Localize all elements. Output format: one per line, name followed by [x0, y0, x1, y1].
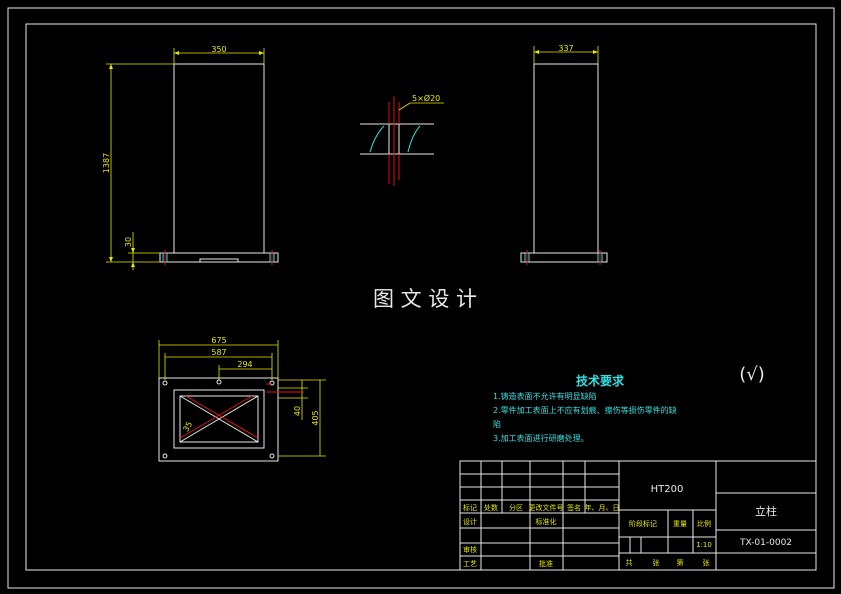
- roughness-symbol: (√): [739, 364, 765, 385]
- hole-detail: [360, 96, 444, 186]
- dim-right-small: 40: [293, 406, 302, 416]
- inner-border: [25, 23, 817, 571]
- tb-review: 审核: [463, 545, 477, 554]
- tb-zone: 分区: [509, 503, 523, 512]
- tb-material: HT200: [651, 484, 684, 495]
- tb-date: 年、月、日: [585, 503, 620, 512]
- tech-line-4: 3.加工表面进行研磨处理。: [493, 433, 589, 443]
- tb-count: 处数: [484, 503, 498, 512]
- tb-standardize: 标准化: [536, 517, 557, 526]
- dim-side-width: 337: [558, 44, 573, 53]
- front-view: [106, 48, 279, 270]
- dim-base-height: 30: [124, 237, 133, 247]
- tech-line-2: 2.零件加工表面上不应有划痕、擦伤等损伤零件的缺: [493, 405, 677, 415]
- tb-sheet-unit: 张: [653, 558, 660, 567]
- tb-stage-mark: 阶段标记: [629, 519, 657, 528]
- watermark-text: 图 文 设 计: [373, 287, 477, 311]
- tb-weight: 重量: [673, 520, 687, 528]
- dim-top-outer: 675: [211, 336, 226, 345]
- tb-change-doc: 更改文件号: [529, 503, 564, 512]
- dim-top-offset: 294: [237, 360, 252, 369]
- tb-sheet-unit2: 张: [703, 558, 710, 567]
- tb-approve: 批准: [539, 559, 553, 568]
- tech-line-1: 1.铸造表面不允许有明显缺陷: [493, 391, 597, 401]
- tb-sheet-no: 第: [677, 558, 684, 567]
- tech-title: 技术要求: [576, 373, 625, 388]
- outer-border: [7, 7, 835, 589]
- dim-height: 1387: [102, 153, 111, 173]
- dim-top-inner: 587: [211, 348, 226, 357]
- side-view: [520, 46, 608, 265]
- tech-line-3: 陷: [493, 419, 501, 429]
- dim-diag: 35: [181, 420, 194, 433]
- dim-right-total: 405: [311, 410, 320, 425]
- title-block: [459, 460, 817, 571]
- tb-part-name: 立柱: [755, 504, 777, 518]
- tb-design: 设计: [463, 517, 477, 526]
- tb-scale-value: 1:10: [696, 541, 712, 549]
- tb-drawing-no: TX-01-0002: [739, 538, 792, 548]
- tb-mark: 标记: [463, 503, 477, 512]
- tb-scale-label: 比例: [697, 519, 711, 528]
- top-view: [158, 340, 326, 462]
- tb-process: 工艺: [463, 560, 477, 568]
- dim-hole-spec: 5×Ø20: [412, 93, 440, 103]
- tb-sign: 签名: [567, 503, 581, 512]
- dim-front-width: 350: [211, 45, 226, 54]
- tb-sheet-total: 共: [626, 558, 633, 567]
